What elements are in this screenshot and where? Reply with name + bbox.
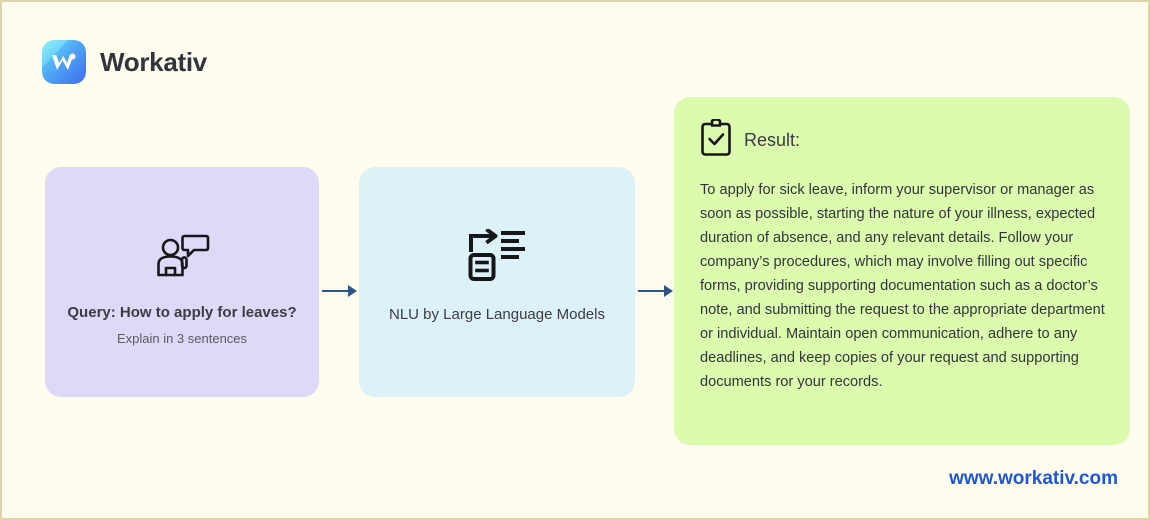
clipboard-check-icon: [700, 117, 732, 162]
nlu-card-title: NLU by Large Language Models: [389, 306, 605, 323]
person-speech-bubble-icon: [154, 232, 210, 287]
result-header: Result:: [700, 117, 1104, 162]
nlu-card: NLU by Large Language Models: [359, 167, 635, 397]
brand-lockup: Workativ: [42, 40, 207, 84]
site-url-link[interactable]: www.workativ.com: [949, 468, 1118, 489]
brand-name: Workativ: [100, 46, 207, 77]
result-body-text: To apply for sick leave, inform your sup…: [700, 182, 1105, 390]
result-label: Result:: [744, 129, 801, 150]
arrow-right-icon: [322, 283, 358, 304]
query-card-subtitle: Explain in 3 sentences: [116, 331, 248, 346]
document-to-text-lines-icon: [468, 227, 526, 286]
arrow-right-icon: [638, 283, 674, 304]
query-card-title: Query: How to apply for leaves?: [67, 304, 297, 321]
workativ-logo-icon: [42, 40, 86, 84]
result-card: Result: To apply for sick leave, inform …: [674, 97, 1130, 445]
query-card: Query: How to apply for leaves? Explain …: [45, 167, 319, 397]
